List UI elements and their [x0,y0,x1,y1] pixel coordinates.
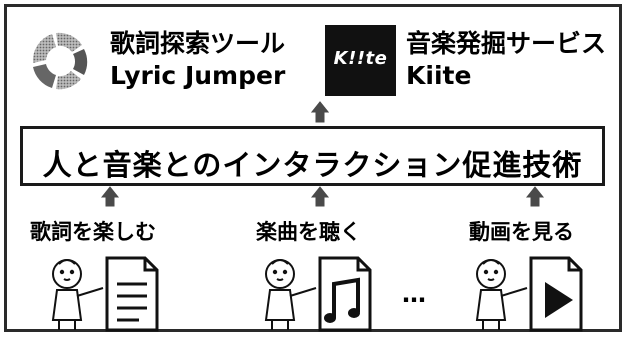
kiite-logo-icon: K!!te [325,25,396,96]
person-with-document [51,256,159,332]
person-icon [264,259,317,330]
person-icon [51,259,104,330]
arrow-up-from-video [525,186,545,207]
person-with-music [264,256,372,332]
person-icon [475,259,528,330]
arrow-up-from-music [310,186,330,207]
lyric-jumper-logo-icon [32,32,88,90]
person-with-video [475,256,583,332]
music-note-icon [318,256,372,332]
kiite-logo-text: K!!te [333,48,388,69]
activity-label-lyrics: 歌詞を楽しむ [30,220,156,244]
kiite-name-en: Kiite [406,61,472,90]
kiite-name-ja: 音楽発掘サービス [406,29,607,58]
arrow-up-from-lyrics [100,186,120,207]
arrow-up-to-kiite [310,101,330,123]
technology-box: 人と音楽とのインタラクション促進技術 [20,126,605,186]
lyrics-document-icon [105,256,159,332]
diagram-frame [4,4,622,332]
activity-label-music: 楽曲を聴く [256,220,361,244]
lyric-jumper-name-ja: 歌詞探索ツール [110,29,286,58]
ellipsis: … [402,280,428,308]
lyric-jumper-name-en: Lyric Jumper [110,61,286,90]
activity-label-video: 動画を見る [469,220,574,244]
video-play-icon [529,256,583,332]
technology-label: 人と音楽とのインタラクション促進技術 [42,148,583,182]
